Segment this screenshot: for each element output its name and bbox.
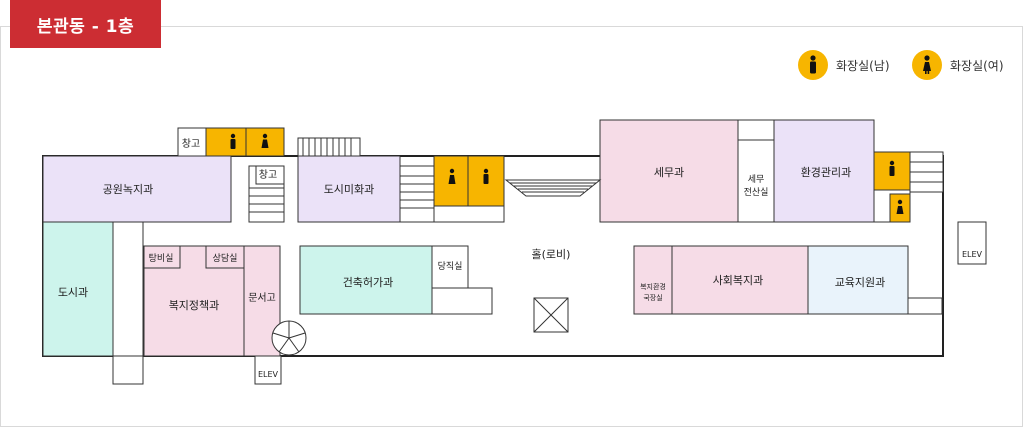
label-lounge: 탕비실 (149, 253, 174, 264)
room-social-welfare[interactable] (671, 245, 809, 315)
label-park-green: 공원녹지과 (103, 183, 154, 196)
legend-female: 화장실(여) (912, 50, 1004, 80)
legend-male-label: 화장실(남) (836, 58, 890, 73)
label-storage-2: 창고 (259, 169, 277, 181)
room-education[interactable] (807, 245, 909, 315)
legend-female-label: 화장실(여) (950, 58, 1004, 73)
elev-left-box[interactable] (254, 355, 282, 385)
room-construction[interactable] (299, 245, 433, 315)
restroom-male-a[interactable] (205, 127, 247, 157)
male-restroom-icon (798, 50, 828, 80)
tax-annex (737, 119, 775, 141)
room-duty[interactable] (431, 245, 469, 289)
label-archive: 문서고 (248, 292, 276, 304)
label-duty: 당직실 (438, 261, 463, 272)
label-elev-right: ELEV (962, 250, 983, 259)
label-urban-beauty: 도시미화과 (324, 183, 375, 196)
room-tax-computer[interactable] (737, 139, 775, 223)
label-social-welfare: 사회복지과 (713, 274, 764, 287)
room-storage-2[interactable] (255, 165, 285, 185)
female-restroom-icon (912, 50, 942, 80)
room-welfare-director[interactable] (633, 245, 673, 315)
floor-title: 본관동 - 1층 (10, 0, 161, 48)
label-storage-1: 창고 (182, 138, 200, 150)
label-tax-computer-1: 세무 (748, 174, 765, 185)
corridor-left (112, 221, 144, 357)
label-hall: 홀(로비) (532, 248, 571, 261)
entrance-left[interactable] (112, 355, 144, 385)
duty-annex (431, 287, 493, 315)
elev-right-box[interactable] (957, 221, 987, 265)
label-elev-left: ELEV (258, 370, 279, 379)
label-urban: 도시과 (58, 286, 88, 299)
label-welfare-policy: 복지정책과 (169, 299, 220, 312)
label-tax: 세무과 (654, 166, 684, 179)
room-park-green[interactable] (42, 155, 232, 223)
room-urban-beauty[interactable] (297, 155, 401, 223)
label-welfare-director-1: 복지환경 (640, 282, 666, 291)
legend-male: 화장실(남) (798, 50, 890, 80)
entrance-right[interactable] (907, 297, 943, 315)
room-lounge[interactable] (143, 245, 181, 269)
label-construction: 건축허가과 (343, 276, 394, 289)
label-counsel: 상담실 (213, 252, 238, 264)
stairs-middle[interactable] (399, 165, 435, 223)
room-tax[interactable] (599, 119, 739, 223)
label-education: 교육지원과 (835, 276, 886, 289)
label-tax-computer-2: 전산실 (744, 187, 769, 198)
label-welfare-director-2: 국장실 (643, 293, 662, 302)
label-env-mgmt: 환경관리과 (801, 166, 852, 179)
